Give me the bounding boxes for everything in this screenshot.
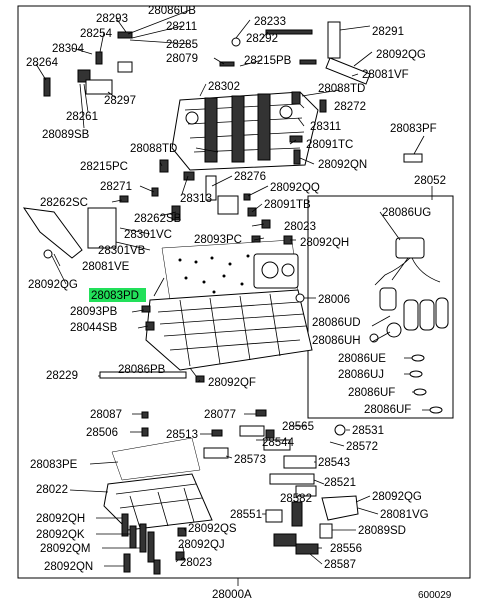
diagram-frame	[17, 5, 471, 579]
label-28233[interactable]: 28233	[254, 16, 286, 28]
label-28081ve[interactable]: 28081VE	[82, 261, 130, 273]
lower-plate	[103, 437, 213, 531]
diagram-code: 600029	[418, 590, 452, 601]
label-28000a[interactable]: 28000A	[212, 589, 252, 601]
label-28551[interactable]: 28551	[230, 509, 262, 521]
label-28022[interactable]: 28022	[36, 484, 68, 496]
label-28304[interactable]: 28304	[52, 43, 85, 55]
label-28543[interactable]: 28543	[318, 457, 350, 469]
label-28254[interactable]: 28254	[80, 28, 113, 40]
label-28572[interactable]: 28572	[346, 441, 378, 453]
label-28573[interactable]: 28573	[234, 454, 266, 466]
label-28083pf[interactable]: 28083PF	[390, 123, 437, 135]
label-28044sb[interactable]: 28044SB	[70, 322, 118, 334]
label-28089sd[interactable]: 28089SD	[358, 525, 406, 537]
label-28092qn-bottom[interactable]: 28092QN	[44, 561, 93, 573]
label-28293[interactable]: 28293	[96, 13, 128, 25]
label-28091tc[interactable]: 28091TC	[306, 139, 353, 151]
label-28313[interactable]: 28313	[180, 193, 212, 205]
solenoid-block	[253, 253, 299, 289]
label-28271[interactable]: 28271	[100, 181, 132, 193]
label-28083pe[interactable]: 28083PE	[30, 459, 78, 471]
label-28086uj[interactable]: 28086UJ	[338, 369, 384, 381]
label-28006[interactable]: 28006	[318, 294, 350, 306]
harness-inset-box	[307, 195, 454, 419]
label-28587[interactable]: 28587	[324, 559, 356, 571]
label-28052[interactable]: 28052	[414, 175, 446, 187]
label-28083pd[interactable]: 28083PD	[91, 290, 139, 302]
label-28544[interactable]: 28544	[262, 437, 295, 449]
label-28091tb[interactable]: 28091TB	[264, 199, 311, 211]
label-28292[interactable]: 28292	[246, 33, 278, 45]
label-28023[interactable]: 28023	[284, 221, 316, 233]
label-28556[interactable]: 28556	[330, 543, 362, 555]
label-28086pb[interactable]: 28086PB	[118, 364, 166, 376]
label-28301vb[interactable]: 28301VB	[98, 245, 146, 257]
label-28513[interactable]: 28513	[166, 429, 198, 441]
label-28521[interactable]: 28521	[324, 477, 356, 489]
label-28093pb[interactable]: 28093PB	[70, 306, 118, 318]
label-28086uf-1[interactable]: 28086UF	[348, 387, 395, 399]
label-28211[interactable]: 28211	[166, 21, 197, 33]
leader-lines	[35, 9, 433, 586]
label-28229[interactable]: 28229	[46, 370, 78, 382]
label-28565[interactable]: 28565	[282, 421, 314, 433]
label-28092qk[interactable]: 28092QK	[36, 529, 85, 541]
label-28262sc[interactable]: 28262SC	[40, 197, 88, 209]
label-28086uf-2[interactable]: 28086UF	[364, 404, 411, 416]
label-28291[interactable]: 28291	[372, 26, 404, 38]
label-28089sb[interactable]: 28089SB	[42, 129, 90, 141]
label-28088td-right[interactable]: 28088TD	[318, 83, 365, 95]
label-28092qq[interactable]: 28092QQ	[270, 182, 320, 194]
label-28092qf[interactable]: 28092QF	[208, 377, 256, 389]
label-28092qj[interactable]: 28092QJ	[178, 539, 225, 551]
label-28531[interactable]: 28531	[352, 425, 384, 437]
label-28077[interactable]: 28077	[204, 409, 236, 421]
label-28092qg-bottom[interactable]: 28092QG	[372, 491, 422, 503]
label-28261[interactable]: 28261	[66, 111, 98, 123]
label-28086ud[interactable]: 28086UD	[312, 317, 361, 329]
label-28092qs[interactable]: 28092QS	[188, 523, 237, 535]
label-28215pb[interactable]: 28215PB	[244, 55, 292, 67]
label-28086ug[interactable]: 28086UG	[382, 207, 431, 219]
label-28297[interactable]: 28297	[104, 95, 136, 107]
wire-harness	[374, 237, 449, 338]
label-28088td-left[interactable]: 28088TD	[130, 143, 177, 155]
label-28092qh-left[interactable]: 28092QH	[36, 513, 85, 525]
highlight-28083pd	[89, 288, 146, 302]
label-28092qg-top[interactable]: 28092QG	[376, 49, 426, 61]
label-28079[interactable]: 28079	[166, 53, 198, 65]
label-28285[interactable]: 28285	[166, 39, 198, 51]
label-28092qn[interactable]: 28092QN	[318, 159, 367, 171]
label-28086ub[interactable]: 28086UB	[148, 5, 196, 17]
label-28582[interactable]: 28582	[280, 493, 312, 505]
label-28302[interactable]: 28302	[208, 81, 240, 93]
label-28093pc[interactable]: 28093PC	[194, 234, 242, 246]
label-28086ue[interactable]: 28086UE	[338, 353, 386, 365]
label-28311[interactable]: 28311	[310, 121, 341, 133]
label-28023-bottom[interactable]: 28023	[180, 557, 212, 569]
label-28081vg[interactable]: 28081VG	[380, 509, 429, 521]
label-28301vc[interactable]: 28301VC	[124, 229, 172, 241]
label-28276[interactable]: 28276	[234, 171, 266, 183]
label-28081vf[interactable]: 28081VF	[362, 69, 409, 81]
label-28215pc[interactable]: 28215PC	[80, 161, 128, 173]
label-28264[interactable]: 28264	[26, 57, 59, 69]
label-28086uh[interactable]: 28086UH	[312, 335, 361, 347]
lower-valve-body	[145, 289, 313, 371]
label-28506[interactable]: 28506	[86, 427, 118, 439]
label-28092qm[interactable]: 28092QM	[40, 543, 91, 555]
label-28272[interactable]: 28272	[334, 101, 366, 113]
label-28262sb[interactable]: 28262SB	[134, 213, 182, 225]
label-28092qg-left[interactable]: 28092QG	[28, 279, 78, 291]
label-28087[interactable]: 28087	[90, 409, 122, 421]
label-28092qh-right[interactable]: 28092QH	[300, 237, 349, 249]
part-labels: 28086UB 28293 28211 28233 28291 28254 28…	[26, 5, 452, 601]
